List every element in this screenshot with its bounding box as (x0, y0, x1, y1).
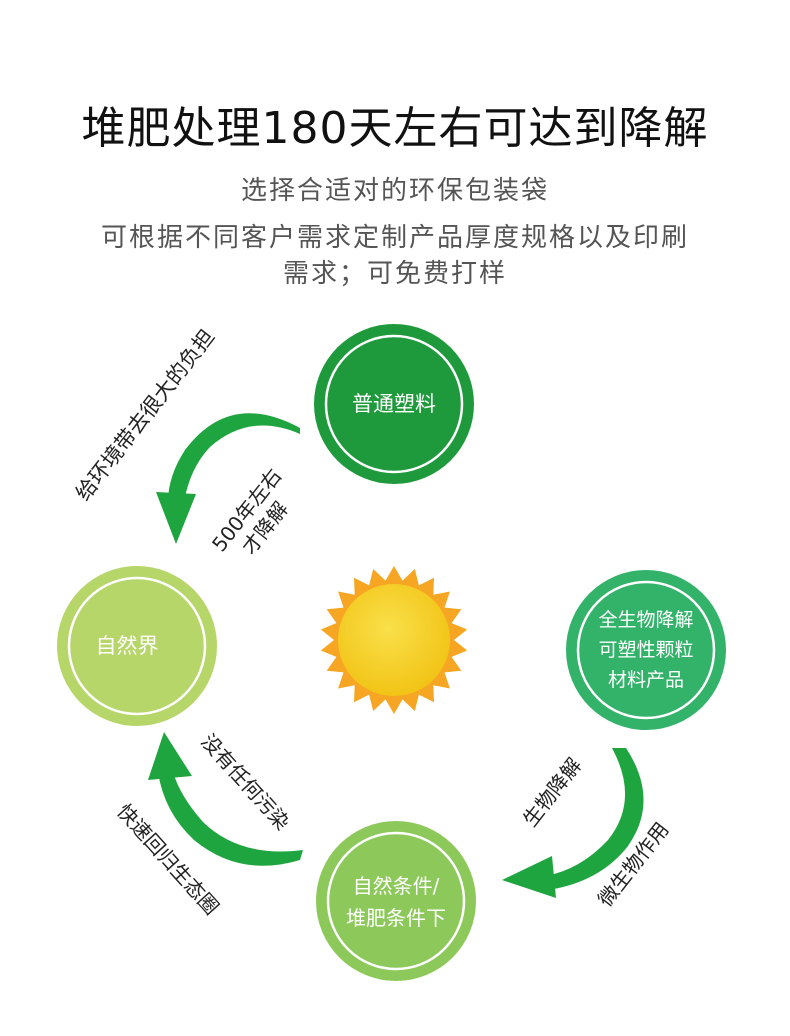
node-biomaterial-line-3: 材料产品 (608, 669, 684, 691)
node-biomaterial-line-1: 全生物降解 (598, 609, 693, 631)
node-nature-circle (57, 566, 217, 726)
arrow-body (545, 748, 644, 890)
arrow-head (148, 732, 192, 780)
arrow-plastic-to-nature (156, 413, 300, 544)
label-environment-burden: 给环境带去很大的负担 (71, 325, 219, 505)
description-line-1: 可根据不同客户需求定制产品厚度规格以及印刷 (100, 223, 689, 253)
node-plastic: 普通塑料 (314, 324, 474, 484)
node-compost-line-1: 自然条件/ (353, 874, 440, 898)
node-plastic-ring (324, 334, 464, 474)
node-compost-line-2: 堆肥条件下 (346, 906, 446, 930)
node-compost-ring (326, 831, 466, 971)
node-biomaterial-ring (576, 580, 716, 720)
arrow-head (156, 492, 196, 544)
arrow-body (158, 772, 303, 866)
node-biomaterial-circle (566, 570, 726, 730)
page-title: 堆肥处理180天左右可达到降解 (81, 103, 709, 154)
node-biomaterial-line-2: 可塑性颗粒 (598, 639, 693, 661)
sun-icon (320, 566, 468, 714)
node-nature: 自然界 (57, 566, 217, 726)
arrow-head (502, 856, 556, 898)
arrow-biomaterial-to-compost (502, 748, 644, 898)
description-line-2: 需求；可免费打样 (282, 259, 507, 289)
arrow-body (168, 413, 300, 502)
node-compost-circle (316, 821, 476, 981)
node-nature-ring (67, 576, 207, 716)
label-bio-degradation: 生物降解 (518, 753, 586, 831)
node-biomaterial: 全生物降解 可塑性颗粒 材料产品 (566, 570, 726, 730)
node-plastic-label: 普通塑料 (352, 392, 436, 416)
node-nature-label: 自然界 (96, 634, 159, 658)
label-return-ecosystem: 快速回归生态圈 (112, 799, 224, 919)
page-subtitle: 选择合适对的环保包装袋 (240, 176, 549, 206)
node-plastic-circle (314, 324, 474, 484)
sun-core (338, 584, 450, 696)
arrow-compost-to-nature (148, 732, 303, 866)
node-compost: 自然条件/ 堆肥条件下 (316, 821, 476, 981)
description: 可根据不同客户需求定制产品厚度规格以及印刷 需求；可免费打样 (40, 220, 750, 292)
label-no-pollution: 没有任何污染 (196, 729, 294, 834)
